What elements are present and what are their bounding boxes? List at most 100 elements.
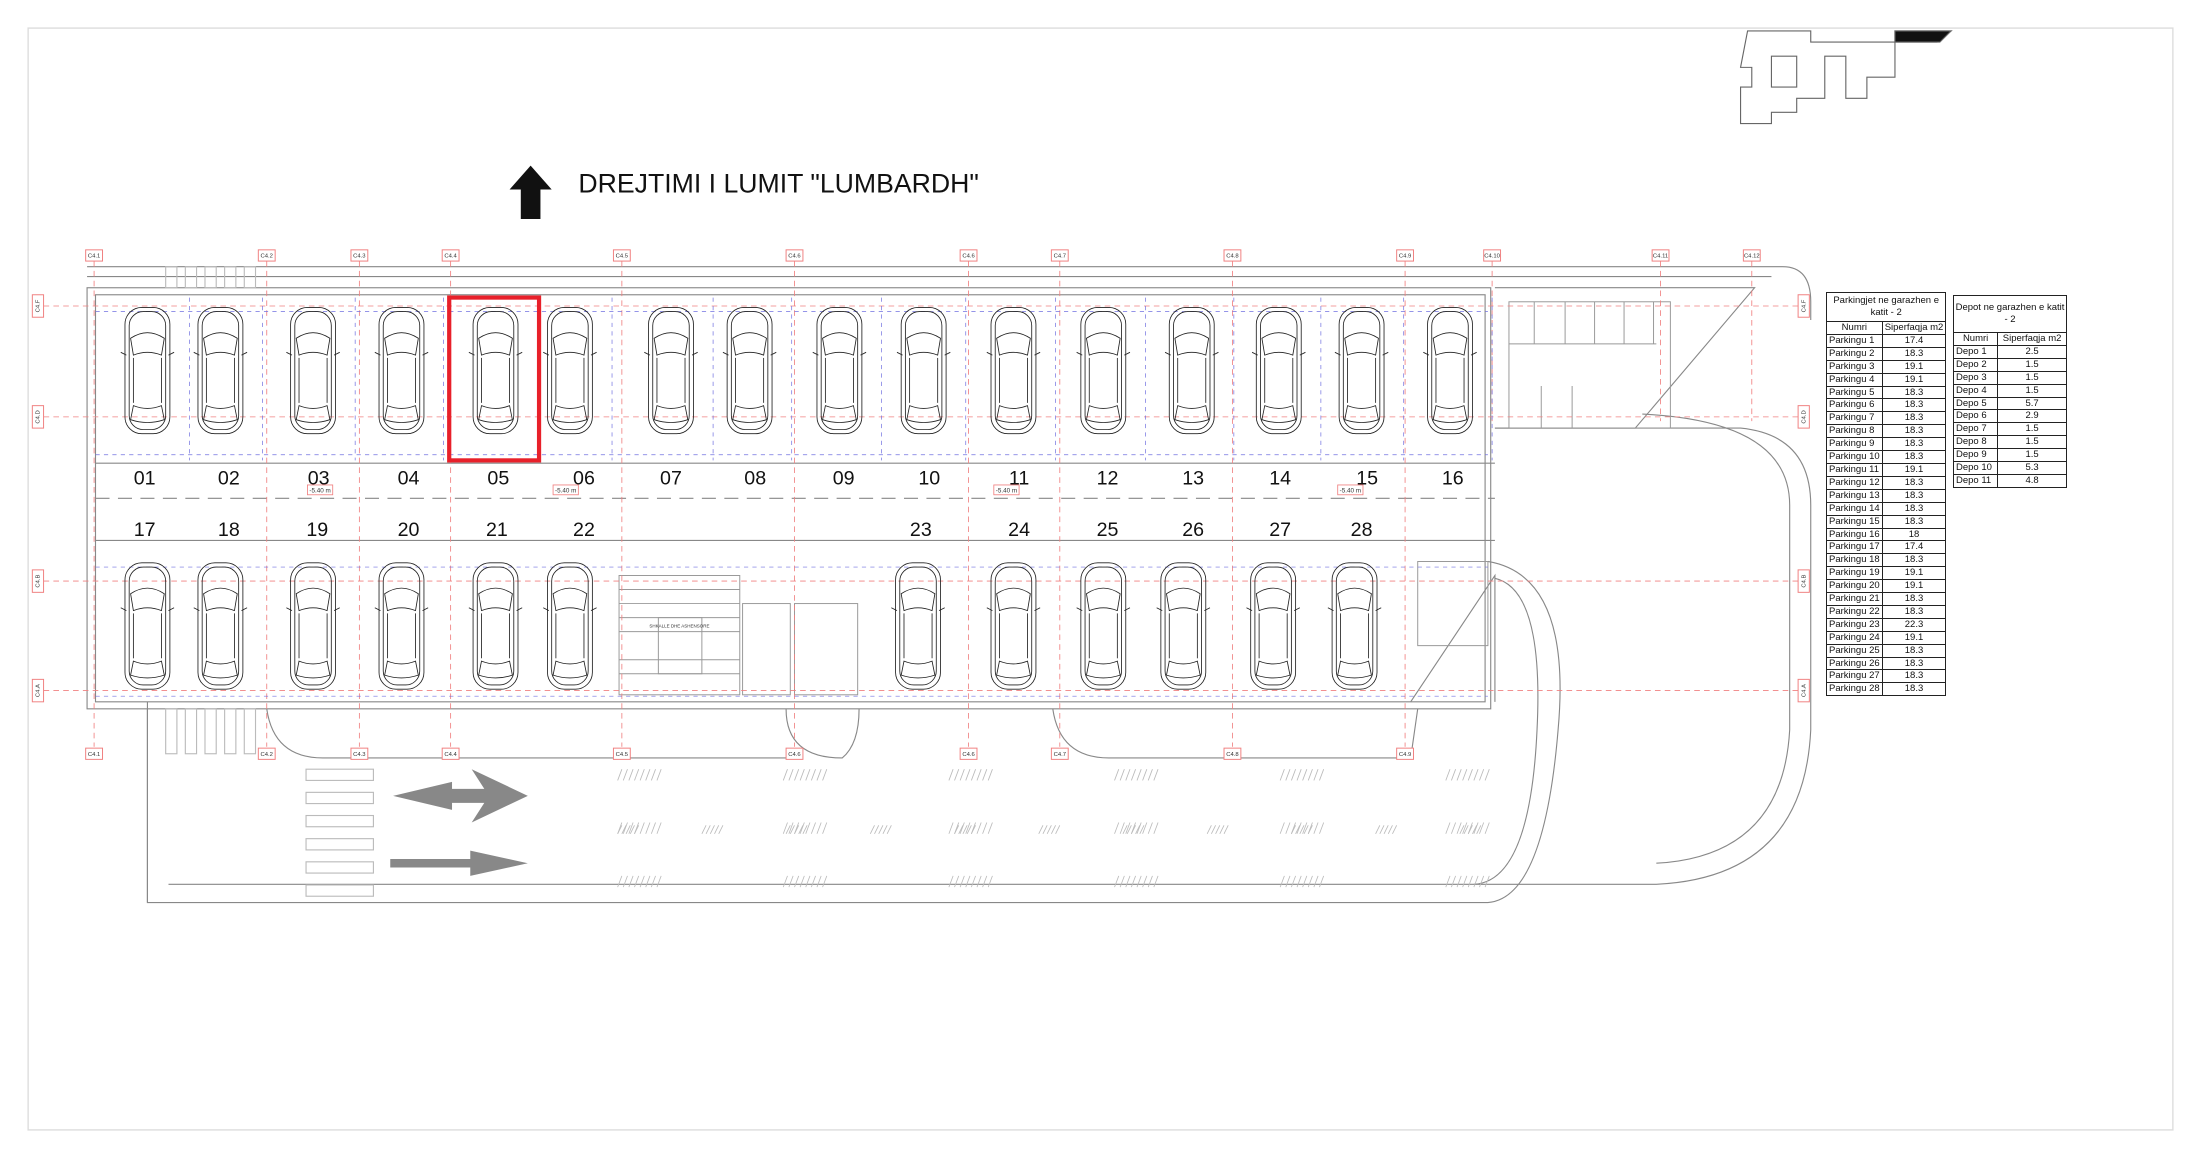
area-cell: 18.3 [1881,604,1947,619]
spot-number-20[interactable]: 20 [398,519,420,541]
stair-elevator-label: SHKALLE DHE ASHENSORE [649,623,709,628]
grid-axis-label: C4.4 [441,249,460,262]
car-icon [1334,306,1389,435]
car-icon [1076,306,1131,435]
area-cell: 18.3 [1881,346,1947,361]
name-cell: Depo 8 [1952,435,1999,450]
spot-number-16[interactable]: 16 [1442,467,1464,489]
svg-text:C4.9: C4.9 [1399,254,1411,260]
spot-number-15[interactable]: 15 [1356,467,1378,489]
parking-area-table: Parkingjet ne garazhen e katit - 2 Numri… [1826,292,1947,697]
car-icon [1246,562,1301,690]
column-header: Numri [1952,332,1999,346]
spot-number-07[interactable]: 07 [660,467,682,489]
spot-number-10[interactable]: 10 [918,467,940,489]
spot-number-28[interactable]: 28 [1351,519,1373,541]
spot-number-09[interactable]: 09 [833,467,855,489]
car-icon [120,306,175,435]
car-icon [193,562,248,690]
grid-axis-label: C4.9 [1396,249,1415,262]
spot-number-18[interactable]: 18 [218,519,240,541]
grid-axis-label: C4.D [1797,405,1810,429]
svg-text:C4.6: C4.6 [962,254,975,260]
name-cell: Parkingu 13 [1826,488,1883,503]
spot-number-13[interactable]: 13 [1182,467,1204,489]
car-icon [1164,306,1219,435]
svg-text:C4.11: C4.11 [1653,254,1668,260]
spot-number-25[interactable]: 25 [1097,519,1119,541]
area-cell: 18 [1881,527,1947,542]
spot-number-19[interactable]: 19 [306,519,328,541]
grid-axis-label: C4.4 [441,747,460,760]
grid-axis-label: C4.5 [612,249,631,262]
svg-text:C4.6: C4.6 [962,752,975,758]
area-cell: 18.3 [1881,501,1947,516]
spot-number-03[interactable]: 03 [308,467,330,489]
svg-text:C4.7: C4.7 [1054,752,1066,758]
area-cell: 1.5 [1997,357,2067,372]
spot-number-08[interactable]: 08 [744,467,766,489]
name-cell: Parkingu 27 [1826,669,1883,684]
name-cell: Parkingu 28 [1826,682,1883,697]
car-icon [1423,306,1477,435]
name-cell: Parkingu 24 [1826,630,1883,645]
area-cell: 1.5 [1997,370,2067,385]
name-cell: Parkingu 18 [1826,553,1883,568]
car-icon [812,306,867,435]
area-cell: 19.1 [1881,579,1947,594]
spot-number-01[interactable]: 01 [134,467,156,489]
area-cell: 17.4 [1881,540,1947,555]
spot-number-11[interactable]: 11 [1009,467,1029,489]
car-icon [286,306,340,435]
name-cell: Parkingu 11 [1826,462,1883,477]
name-cell: Depo 9 [1952,448,1999,463]
svg-text:-5.40 m: -5.40 m [996,487,1017,494]
svg-text:C4.6: C4.6 [788,752,801,758]
spot-number-21[interactable]: 21 [486,519,508,541]
svg-text:C4.B: C4.B [36,574,42,587]
spot-number-14[interactable]: 14 [1269,467,1291,489]
spot-number-02[interactable]: 02 [218,467,240,489]
name-cell: Parkingu 22 [1826,604,1883,619]
svg-text:-5.40 m: -5.40 m [309,487,330,494]
spot-number-06[interactable]: 06 [573,467,595,489]
spot-number-04[interactable]: 04 [398,467,420,489]
level-tag: -5.40 m [552,484,579,496]
two-way-arrow-icon [393,769,528,823]
spot-number-12[interactable]: 12 [1097,467,1119,489]
name-cell: Parkingu 2 [1826,346,1883,361]
car-icon [374,306,429,435]
spot-number-26[interactable]: 26 [1182,519,1204,541]
one-way-arrow-icon [390,850,528,876]
area-cell: 18.3 [1881,643,1947,658]
name-cell: Depo 5 [1952,396,1999,411]
spot-number-05[interactable]: 05 [487,467,509,489]
svg-text:C4.5: C4.5 [616,254,629,260]
column-header: Numri [1826,321,1883,335]
selected-spot-highlight[interactable] [447,295,542,463]
name-cell: Depo 6 [1952,409,1999,424]
spot-number-24[interactable]: 24 [1008,519,1030,541]
area-cell: 19.1 [1881,372,1947,387]
spot-number-27[interactable]: 27 [1269,519,1291,541]
name-cell: Parkingu 4 [1826,372,1883,387]
spot-number-17[interactable]: 17 [134,519,156,541]
grid-axis-label: C4.B [1797,569,1810,593]
spot-number-23[interactable]: 23 [910,519,932,541]
grid-axis-label: C4.8 [1223,249,1242,262]
spot-number-22[interactable]: 22 [573,519,595,541]
svg-text:C4.1: C4.1 [88,254,100,260]
svg-text:C4.F: C4.F [1801,299,1807,312]
area-cell: 19.1 [1881,462,1947,477]
